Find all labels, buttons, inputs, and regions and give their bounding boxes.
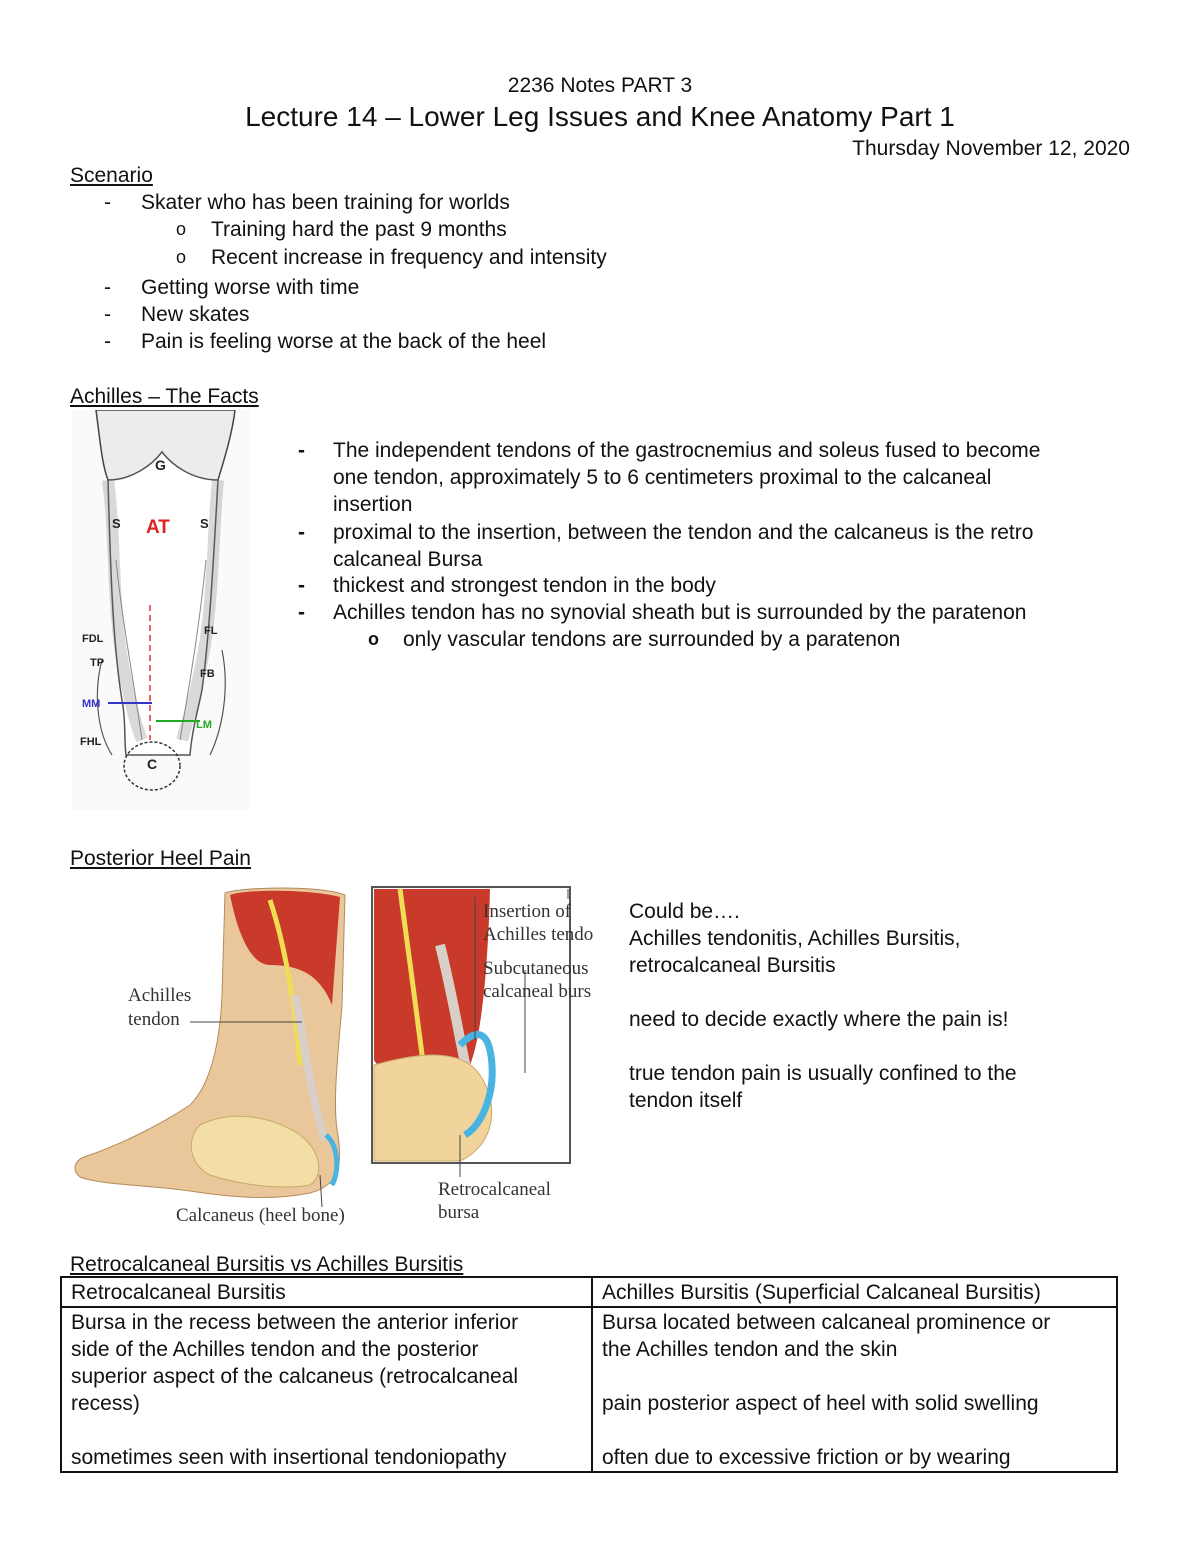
column-header-retrocalcaneal: Retrocalcaneal Bursitis bbox=[60, 1276, 593, 1308]
label-insertion-line2: Achilles tendo bbox=[483, 924, 593, 945]
table-cell-retrocalcaneal: Bursa in the recess between the anterior… bbox=[60, 1306, 593, 1473]
achilles-cross-section-diagram: G AT S S FDL TP MM FHL FL FB LM C bbox=[72, 410, 250, 810]
note-line: need to decide exactly where the pain is… bbox=[629, 1008, 1009, 1031]
ankle-side-view-illustration: Achilles tendon Calcaneus (heel bone) bbox=[74, 887, 346, 1226]
diagram-label-fdl: FDL bbox=[82, 633, 104, 645]
diagram-label-lm: LM bbox=[196, 719, 212, 731]
comparison-table: Retrocalcaneal Bursitis Achilles Bursiti… bbox=[60, 1276, 1118, 1473]
note-line: retrocalcaneal Bursitis bbox=[629, 954, 836, 977]
scenario-heading: Scenario bbox=[70, 164, 153, 187]
diagram-label-fb: FB bbox=[200, 668, 215, 680]
achilles-heading: Achilles – The Facts bbox=[70, 385, 259, 408]
comparison-heading: Retrocalcaneal Bursitis vs Achilles Burs… bbox=[70, 1253, 464, 1276]
diagram-label-s-right: S bbox=[200, 516, 209, 531]
course-label: 2236 Notes PART 3 bbox=[507, 74, 693, 97]
achilles-facts-list: - The independent tendons of the gastroc… bbox=[298, 439, 1041, 651]
lecture-date: Thursday November 12, 2020 bbox=[852, 137, 1130, 160]
note-line: tendon itself bbox=[629, 1089, 743, 1112]
heel-bursa-closeup-illustration: Insertion of Achilles tendo Subcutaneous… bbox=[371, 886, 593, 1223]
label-subcutaneous-line1: Subcutaneous bbox=[483, 958, 589, 979]
table-cell-achilles: Bursa located between calcaneal prominen… bbox=[591, 1306, 1118, 1473]
note-line: true tendon pain is usually confined to … bbox=[629, 1062, 1017, 1085]
table-row: Bursa in the recess between the anterior… bbox=[60, 1306, 1118, 1473]
label-retrocalcaneal-line2: bursa bbox=[438, 1202, 480, 1223]
diagram-label-fl: FL bbox=[204, 625, 218, 637]
scenario-list: -Skater who has been training for worlds… bbox=[104, 191, 607, 353]
diagram-label-c: C bbox=[147, 756, 157, 772]
heel-pain-heading: Posterior Heel Pain bbox=[70, 847, 251, 870]
label-retrocalcaneal-line1: Retrocalcaneal bbox=[438, 1179, 551, 1200]
table-row: Retrocalcaneal Bursitis Achilles Bursiti… bbox=[60, 1276, 1118, 1308]
diagram-label-mm: MM bbox=[82, 698, 100, 710]
diagram-label-g: G bbox=[155, 457, 166, 473]
column-header-achilles: Achilles Bursitis (Superficial Calcaneal… bbox=[591, 1276, 1118, 1308]
diagram-label-s-left: S bbox=[112, 516, 121, 531]
note-line: Achilles tendonitis, Achilles Bursitis, bbox=[629, 927, 961, 950]
diagram-label-tp: TP bbox=[90, 657, 104, 669]
label-achilles-tendon-line1: Achilles bbox=[128, 985, 191, 1006]
heel-pain-notes: Could be…. Achilles tendonitis, Achilles… bbox=[629, 898, 1169, 1128]
label-calcaneus: Calcaneus (heel bone) bbox=[176, 1205, 345, 1226]
diagram-label-at: AT bbox=[146, 517, 170, 538]
page-title: Lecture 14 – Lower Leg Issues and Knee A… bbox=[245, 101, 955, 132]
note-line: Could be…. bbox=[629, 900, 740, 923]
label-achilles-tendon-line2: tendon bbox=[128, 1009, 180, 1030]
diagram-label-fhl: FHL bbox=[80, 736, 102, 748]
label-subcutaneous-line2: calcaneal burs bbox=[483, 981, 591, 1002]
label-insertion-line1: Insertion of bbox=[483, 901, 572, 922]
